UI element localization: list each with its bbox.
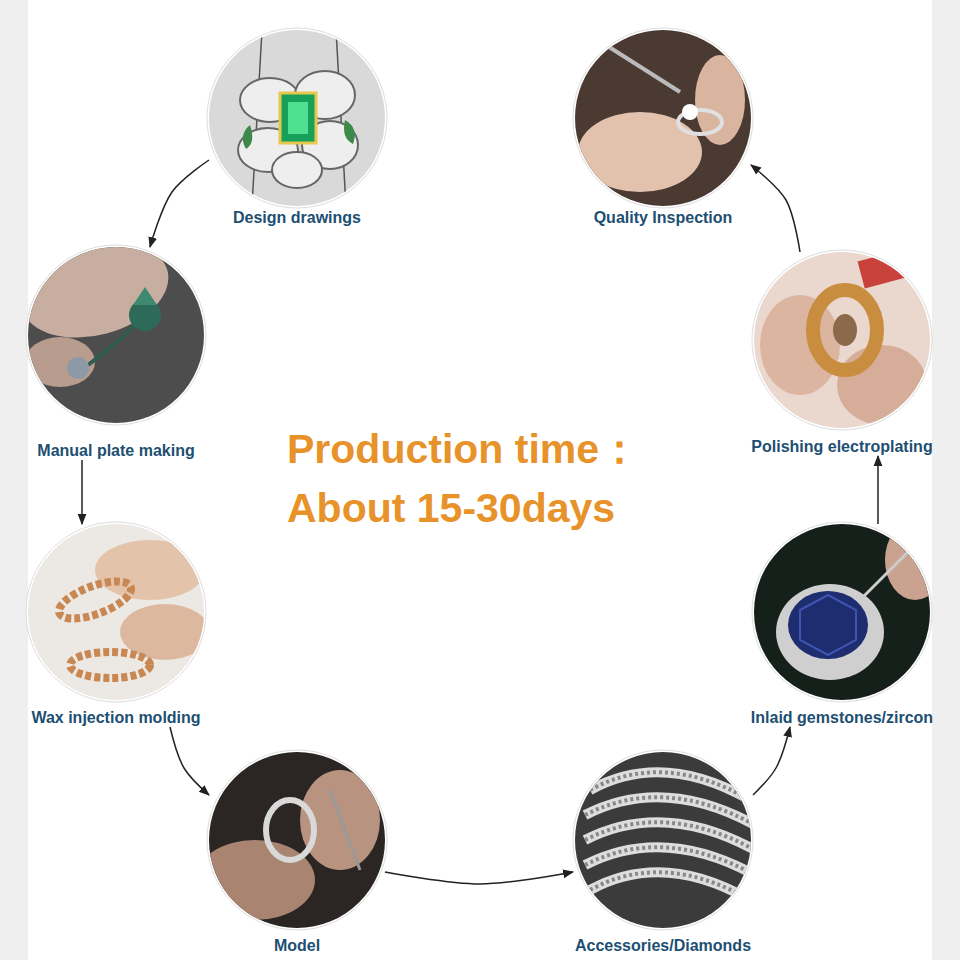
flow-arrow [877, 456, 879, 524]
step-label: Model [272, 937, 322, 955]
process-step: Design drawings [209, 30, 385, 227]
production-time-note: Production time： About 15-30days [287, 420, 687, 538]
process-step: Polishing electroplating [749, 252, 934, 456]
page-border [932, 0, 960, 960]
model-photo [266, 800, 314, 860]
design-photo [344, 120, 355, 144]
plate-making-photo [88, 320, 140, 365]
plate-making-photo [11, 227, 206, 425]
inspection-photo [578, 112, 702, 192]
diamonds-photo [590, 872, 750, 900]
wax-photo [55, 574, 136, 626]
photo-slot [28, 247, 204, 423]
polishing-photo [833, 314, 857, 346]
inspection-photo [573, 28, 753, 208]
inlay-photo [754, 520, 945, 700]
plate-making-photo [25, 337, 95, 387]
polishing-photo [754, 252, 930, 428]
design-photo [209, 30, 385, 206]
model-photo [330, 790, 360, 870]
page-border [0, 0, 28, 960]
plate-making-photo [11, 227, 204, 423]
process-step: Inlaid gemstones/zircon [749, 524, 935, 727]
step-label: Manual plate making [35, 442, 196, 460]
polishing-photo [813, 290, 877, 370]
photo-slot [209, 752, 385, 928]
plate-making-photo [67, 357, 89, 379]
polishing-photo [754, 243, 932, 428]
inspection-photo [695, 55, 745, 145]
polishing-photo [837, 345, 927, 425]
inlay-photo [752, 520, 945, 702]
wax-photo [26, 522, 210, 702]
inspection-photo [598, 40, 680, 92]
polishing-photo [858, 243, 933, 288]
plate-making-photo [133, 287, 157, 305]
process-step: Wax injection molding [28, 524, 204, 727]
process-step: Accessories/Diamonds [573, 752, 753, 955]
inspection-photo [682, 104, 698, 120]
photo-slot [575, 752, 751, 928]
process-step: Model [209, 752, 385, 955]
design-photo [280, 93, 316, 143]
polishing-photo [752, 243, 932, 430]
flow-arrow [81, 460, 83, 524]
process-step: Quality Inspection [575, 30, 751, 227]
step-label: Wax injection molding [29, 709, 202, 727]
inlay-photo [800, 595, 856, 655]
inspection-photo [573, 28, 753, 208]
model-photo [195, 752, 385, 928]
design-photo [272, 152, 322, 188]
plate-making-photo [11, 227, 179, 353]
wax-photo [70, 652, 150, 678]
design-photo [243, 125, 252, 149]
step-label: Design drawings [231, 209, 363, 227]
flow-arrow [385, 872, 573, 884]
design-photo [207, 28, 387, 208]
step-label: Quality Inspection [592, 209, 735, 227]
polishing-photo [760, 295, 840, 395]
flow-arrow [170, 727, 209, 795]
photo-slot [754, 252, 930, 428]
model-photo [195, 750, 387, 930]
design-photo [207, 28, 387, 208]
design-photo [288, 102, 308, 134]
polishing-photo [752, 250, 932, 430]
photo-slot [754, 524, 930, 700]
inspection-photo [575, 30, 751, 206]
step-label: Polishing electroplating [749, 438, 934, 456]
inlay-photo [885, 520, 945, 600]
diamonds-photo [573, 750, 755, 930]
inlay-photo [788, 591, 868, 659]
inlay-photo [860, 540, 920, 600]
wax-photo [95, 540, 205, 600]
design-photo [336, 30, 346, 206]
step-label: Accessories/Diamonds [573, 937, 753, 955]
flow-arrow [150, 160, 209, 247]
inspection-photo [575, 30, 751, 206]
step-label: Inlaid gemstones/zircon [749, 709, 935, 727]
photo-slot [575, 30, 751, 206]
inlay-photo [752, 522, 932, 702]
model-photo [195, 840, 315, 920]
diamonds-photo [575, 752, 755, 928]
design-photo [209, 30, 385, 206]
flow-arrow [751, 165, 800, 252]
inlay-photo [776, 584, 884, 680]
process-step: Manual plate making [28, 247, 204, 460]
photo-slot [28, 524, 204, 700]
flow-arrow [753, 727, 790, 795]
diamonds-photo [590, 872, 750, 900]
photo-slot [209, 30, 385, 206]
wax-photo [28, 524, 210, 700]
